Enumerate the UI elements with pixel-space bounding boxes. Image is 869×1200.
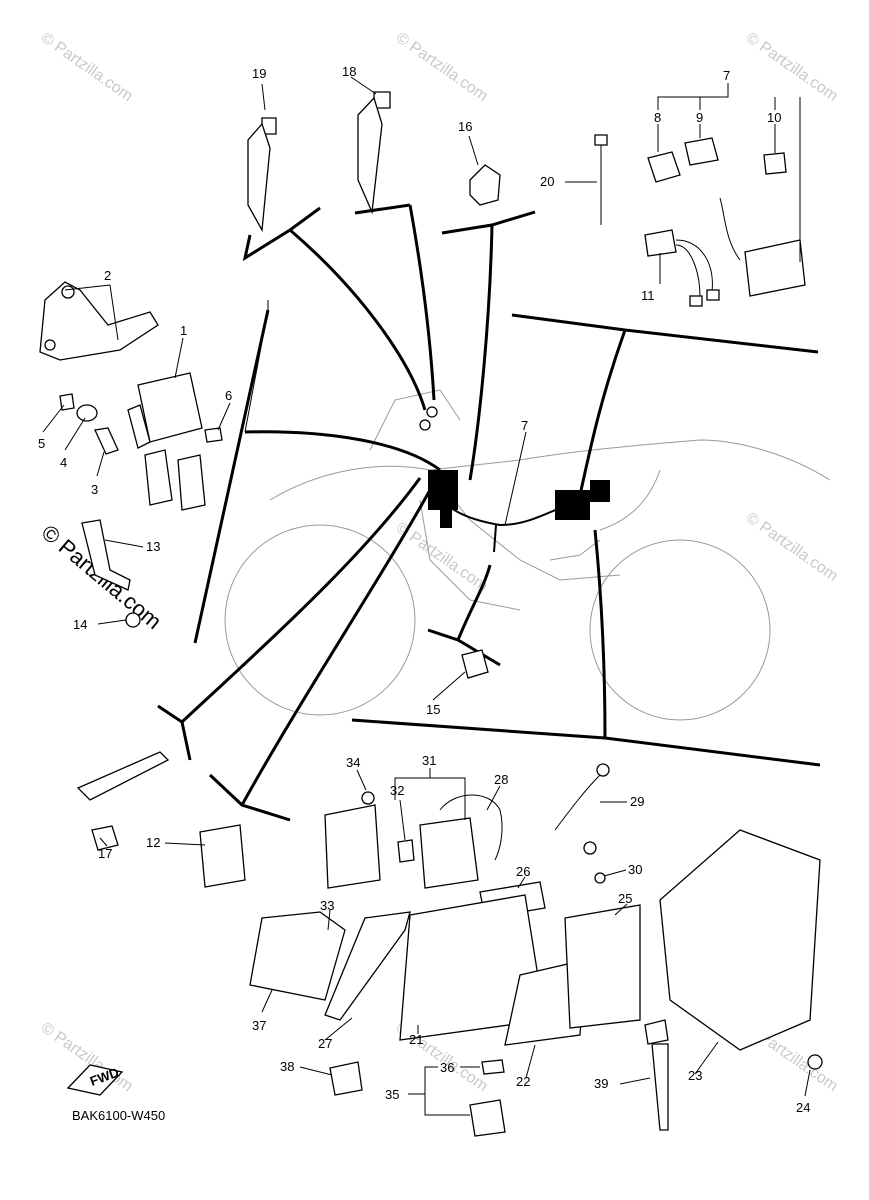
callout-labels: 19 18 16 20 7 8 9 10 11 2 1 6 5 4 3 13 1… xyxy=(38,64,810,1123)
callout-32: 32 xyxy=(390,783,404,798)
part-11-connector xyxy=(644,229,720,307)
callout-38: 38 xyxy=(280,1059,294,1074)
part-34-screw xyxy=(361,791,375,805)
callout-8: 8 xyxy=(654,110,661,125)
part-17-band xyxy=(76,751,170,851)
callout-7-harness: 7 xyxy=(521,418,528,433)
fwd-arrow: FWD xyxy=(66,1064,124,1096)
part-1-relay xyxy=(127,372,206,511)
callout-25: 25 xyxy=(618,891,632,906)
wire-harness xyxy=(419,406,610,553)
callout-7: 7 xyxy=(723,68,730,83)
part-15-bolt xyxy=(461,649,489,679)
callout-12: 12 xyxy=(146,835,160,850)
callout-19: 19 xyxy=(252,66,266,81)
callout-36: 36 xyxy=(440,1060,454,1075)
callout-15: 15 xyxy=(426,702,440,717)
part-6-bolt xyxy=(204,427,223,443)
callout-34: 34 xyxy=(346,755,360,770)
watermark: © Partzilla.com xyxy=(743,509,841,585)
callout-24: 24 xyxy=(796,1100,810,1115)
callout-39: 39 xyxy=(594,1076,608,1091)
part-22-pad xyxy=(504,959,586,1046)
part-9-relay xyxy=(684,137,719,166)
callout-10: 10 xyxy=(767,110,781,125)
callout-29: 29 xyxy=(630,794,644,809)
callout-5: 5 xyxy=(38,436,45,451)
callout-4: 4 xyxy=(60,455,67,470)
part-7-control-unit xyxy=(719,197,806,297)
part-13-bracket xyxy=(81,519,131,591)
callout-17: 17 xyxy=(98,846,112,861)
callout-3: 3 xyxy=(91,482,98,497)
part-30-screw xyxy=(594,872,606,884)
part-12-coupler xyxy=(199,824,246,888)
part-16-clamp xyxy=(469,164,501,206)
part-29-lead xyxy=(554,763,610,855)
part-10-fuse xyxy=(763,152,787,175)
callout-9: 9 xyxy=(696,110,703,125)
part-20-cable-tie xyxy=(594,134,608,225)
part-18-cable-tie xyxy=(357,91,391,215)
part-3-bolt xyxy=(94,427,119,455)
part-27-band xyxy=(324,911,411,1021)
callout-35: 35 xyxy=(385,1087,399,1102)
callout-14: 14 xyxy=(73,617,87,632)
watermark: © Partzilla.com xyxy=(743,29,841,105)
callout-18: 18 xyxy=(342,64,356,79)
part-36-fuse xyxy=(481,1059,505,1075)
group-lines xyxy=(157,203,821,822)
part-8-relay xyxy=(647,151,681,183)
callout-13: 13 xyxy=(146,539,160,554)
motorcycle-outline xyxy=(224,389,831,721)
part-25-cover xyxy=(564,904,641,1029)
part-14-bolt xyxy=(125,612,141,628)
callout-37: 37 xyxy=(252,1018,266,1033)
callout-2: 2 xyxy=(104,268,111,283)
watermark: © Partzilla.com xyxy=(393,29,491,105)
part-37-cover xyxy=(249,911,346,1001)
callout-30: 30 xyxy=(628,862,642,877)
part-24-bolt xyxy=(807,1054,823,1070)
part-2-bracket xyxy=(39,281,159,361)
callout-1: 1 xyxy=(180,323,187,338)
callout-22: 22 xyxy=(516,1074,530,1089)
leader-lines xyxy=(42,76,811,1116)
callout-23: 23 xyxy=(688,1068,702,1083)
part-39-cable-tie xyxy=(644,1019,669,1131)
callout-27: 27 xyxy=(318,1036,332,1051)
callout-6: 6 xyxy=(225,388,232,403)
callout-20: 20 xyxy=(540,174,554,189)
part-33-cover xyxy=(324,804,381,889)
part-4-grommet xyxy=(76,404,98,422)
callout-21: 21 xyxy=(409,1032,423,1047)
part-35-fuse-holder xyxy=(469,1099,506,1137)
part-38-sensor xyxy=(329,1061,363,1096)
part-19-cable-tie xyxy=(247,117,277,233)
callout-28: 28 xyxy=(494,772,508,787)
diagram-code: BAK6100-W450 xyxy=(72,1108,165,1123)
callout-31: 31 xyxy=(422,753,436,768)
callout-33: 33 xyxy=(320,898,334,913)
watermark: © Partzilla.com xyxy=(38,29,136,105)
callout-26: 26 xyxy=(516,864,530,879)
part-28-lead xyxy=(439,794,503,861)
callout-11: 11 xyxy=(641,288,655,303)
callout-16: 16 xyxy=(458,119,472,134)
part-31-starter-relay xyxy=(397,817,479,889)
part-23-battery-box xyxy=(659,829,821,1051)
